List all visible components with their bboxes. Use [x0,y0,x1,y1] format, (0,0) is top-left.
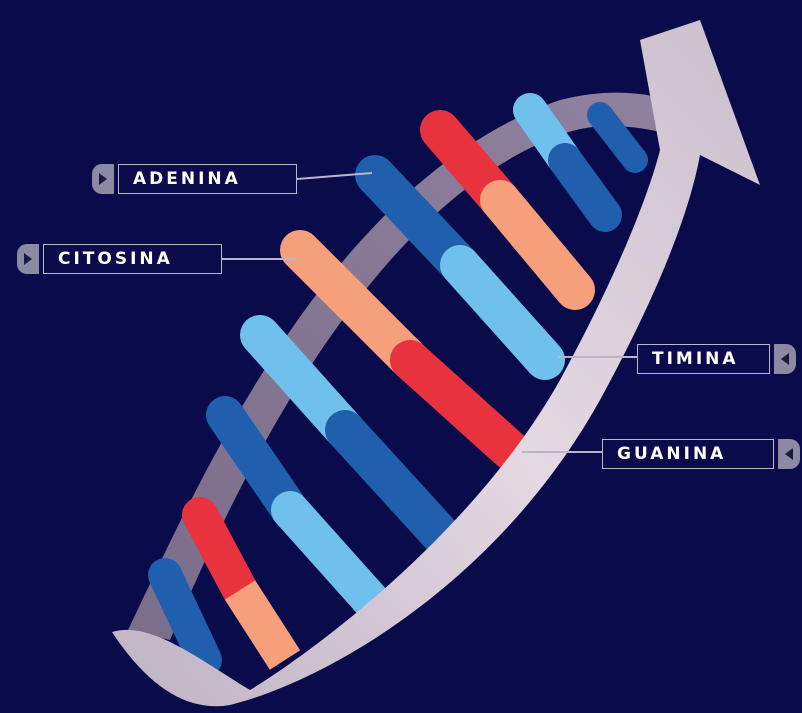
arrow-right-icon [17,244,39,274]
label-timina-text: TIMINA [637,344,770,374]
label-guanina: GUANINA [602,438,800,470]
label-adenina: ADENINA [92,163,297,195]
label-citosina-text: CITOSINA [43,244,222,274]
arrow-left-icon [774,344,796,374]
label-guanina-text: GUANINA [602,439,774,469]
label-timina: TIMINA [637,343,796,375]
arrow-left-icon [778,439,800,469]
arrow-right-icon [92,164,114,194]
label-citosina: CITOSINA [17,243,222,275]
label-adenina-text: ADENINA [118,164,297,194]
